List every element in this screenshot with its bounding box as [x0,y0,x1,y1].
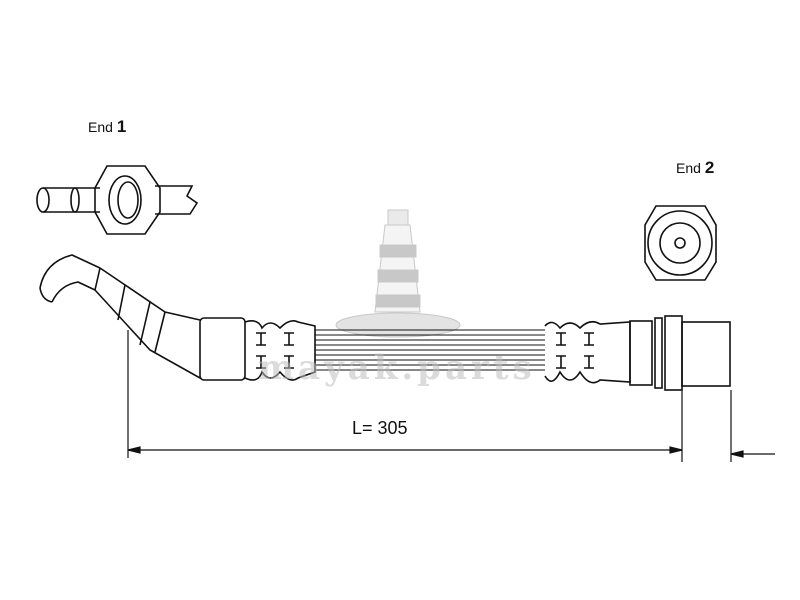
watermark-text: mayak.parts [258,348,536,388]
end1-number: 1 [116,117,127,136]
end2-fitting [644,205,717,281]
bent-pipe [39,254,201,379]
hose-body [199,315,731,391]
length-dimension-label: L= 305 [352,418,408,438]
end2-label-text: End [676,160,701,176]
end1-label-text: End [88,119,113,135]
dimension-lines [127,330,775,462]
end1-fitting [36,165,199,235]
end2-number: 2 [704,158,715,177]
lighthouse-watermark [335,209,461,338]
